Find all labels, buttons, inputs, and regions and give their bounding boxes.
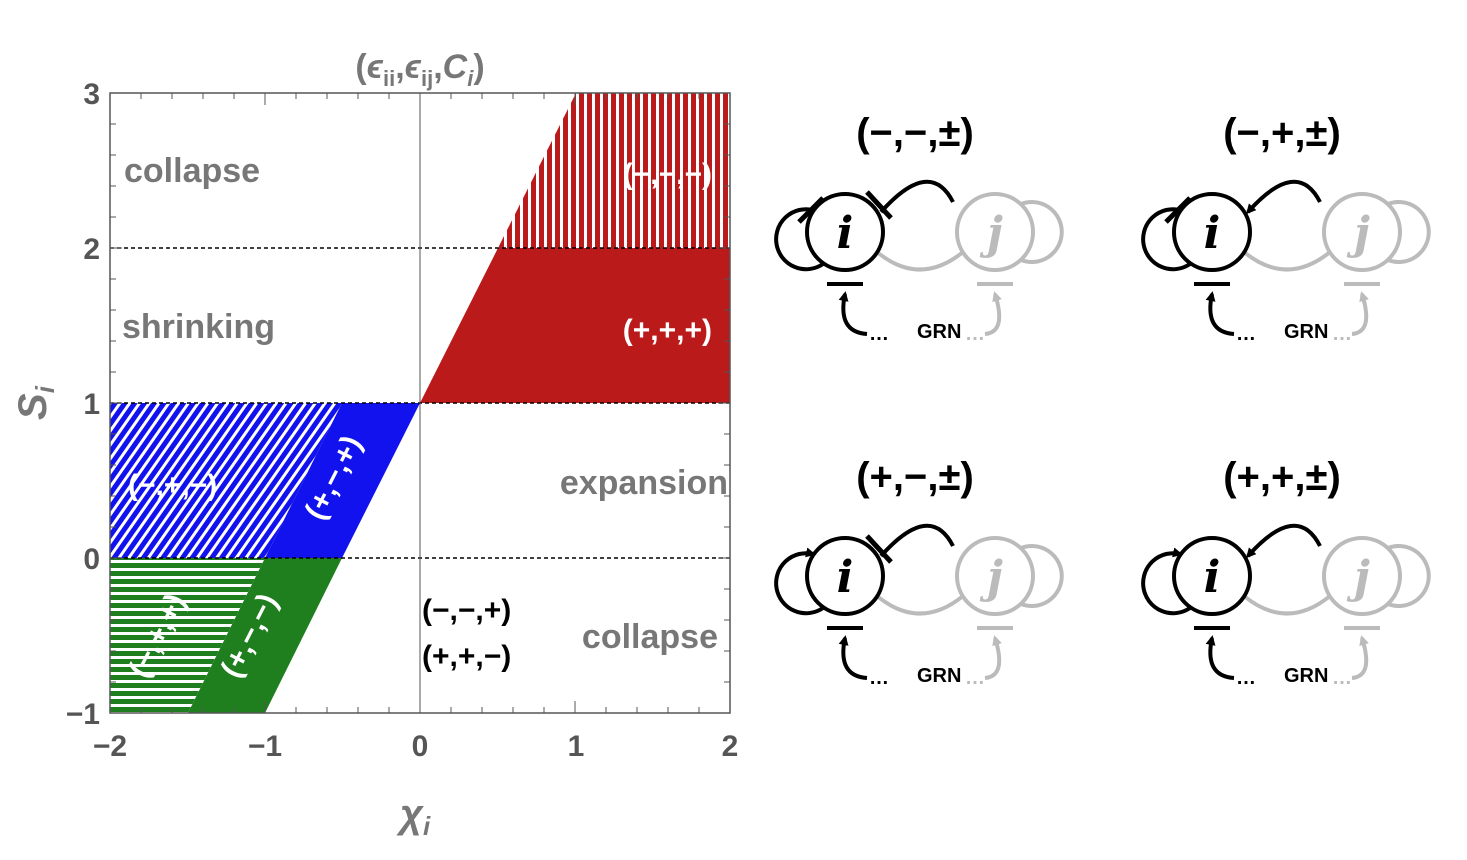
network-title: (−,+,±) bbox=[1223, 111, 1341, 155]
grn-input-j bbox=[984, 291, 1002, 336]
j-to-i-regulation bbox=[879, 523, 955, 558]
network-motif: (+,−,±)ji…GRN… bbox=[774, 455, 1064, 689]
node-i bbox=[805, 192, 885, 272]
y-tick-label: 3 bbox=[83, 78, 100, 111]
region-red-hatched bbox=[498, 93, 730, 248]
network-motif: (−,+,±)ji…GRN… bbox=[1141, 111, 1431, 345]
network-motif: (−,−,±)ji…GRN… bbox=[774, 111, 1064, 345]
grn-input-i bbox=[838, 291, 868, 336]
network-title: (+,−,±) bbox=[856, 455, 974, 499]
x-tick-label: −2 bbox=[93, 730, 127, 763]
axis-ticks bbox=[109, 92, 731, 714]
node-j-label: j bbox=[1346, 208, 1370, 259]
dots-black: … bbox=[869, 323, 889, 345]
node-i-label: i bbox=[1204, 208, 1221, 259]
y-tick-label: 2 bbox=[83, 233, 100, 266]
y-axis-label: Si bbox=[11, 385, 60, 420]
region-label-collapse-top: collapse bbox=[124, 152, 260, 190]
y-tick-label: −1 bbox=[66, 698, 100, 731]
j-to-i-edge bbox=[875, 594, 965, 616]
self-inhibit-bar bbox=[797, 196, 825, 224]
y-tick-label: 0 bbox=[83, 543, 100, 576]
i-self-loop bbox=[774, 207, 825, 272]
region-red-solid bbox=[420, 248, 730, 403]
region-green-hatched bbox=[110, 558, 265, 713]
j-to-i-edge bbox=[1242, 250, 1332, 272]
dots-gray: … bbox=[965, 323, 985, 345]
dots-gray: … bbox=[1332, 323, 1352, 345]
i-self-loop bbox=[1141, 207, 1192, 272]
region-blue-solid bbox=[265, 403, 420, 558]
i-self-loop bbox=[1141, 547, 1192, 616]
combo-black-1: (−,−,+) bbox=[422, 594, 511, 627]
grn-input-i bbox=[1205, 635, 1235, 680]
grn-label: GRN bbox=[1284, 321, 1328, 343]
node-j bbox=[1322, 192, 1402, 272]
grn-label: GRN bbox=[917, 665, 961, 687]
j-to-i-regulation bbox=[1246, 179, 1322, 215]
network-title: (−,−,±) bbox=[856, 111, 974, 155]
node-j-label: j bbox=[979, 552, 1003, 603]
node-i bbox=[1172, 192, 1252, 272]
network-motifs: (−,−,±)ji…GRN…(−,+,±)ji…GRN…(+,−,±)ji…GR… bbox=[774, 111, 1431, 689]
j-to-i-regulation bbox=[1246, 523, 1322, 559]
grn-input-j bbox=[1351, 635, 1369, 680]
node-j bbox=[955, 536, 1035, 616]
region-blue-hatched bbox=[110, 403, 342, 558]
node-i-label: i bbox=[837, 208, 854, 259]
cross-inhibit-bar bbox=[865, 190, 893, 220]
dots-black: … bbox=[1236, 323, 1256, 345]
combo-blue-hatched: (−,+,−) bbox=[128, 469, 217, 502]
grn-label: GRN bbox=[917, 321, 961, 343]
region-label-collapse-bottom: collapse bbox=[582, 618, 718, 656]
node-i-label: i bbox=[1204, 552, 1221, 603]
j-self-loop bbox=[1020, 200, 1064, 264]
network-motif: (+,+,±)ji…GRN… bbox=[1141, 455, 1431, 689]
x-tick-label: 0 bbox=[412, 730, 429, 763]
node-j bbox=[955, 192, 1035, 272]
j-self-loop bbox=[1020, 544, 1064, 608]
x-axis-label: χi bbox=[396, 792, 431, 841]
node-i bbox=[805, 536, 885, 616]
x-tick-label: −1 bbox=[248, 730, 282, 763]
x-tick-labels: −2 −1 0 1 2 bbox=[93, 730, 738, 763]
x-tick-label: 2 bbox=[722, 730, 739, 763]
j-to-i-edge bbox=[875, 250, 965, 272]
dots-black: … bbox=[869, 667, 889, 689]
cross-inhibit-bar bbox=[865, 534, 893, 564]
region-label-expansion: expansion bbox=[560, 464, 728, 502]
plot-title: (ϵii,ϵij,Ci) bbox=[355, 48, 484, 91]
j-self-loop bbox=[1387, 544, 1431, 608]
node-i bbox=[1172, 536, 1252, 616]
x-tick-label: 1 bbox=[568, 730, 585, 763]
dots-gray: … bbox=[965, 667, 985, 689]
self-inhibit-bar bbox=[1164, 196, 1192, 224]
node-i-label: i bbox=[837, 552, 854, 603]
y-tick-label: 1 bbox=[83, 388, 100, 421]
grn-input-i bbox=[838, 635, 868, 680]
y-tick-labels: 3 2 1 0 −1 bbox=[66, 78, 100, 731]
j-to-i-edge bbox=[1242, 594, 1332, 616]
node-j-label: j bbox=[1346, 552, 1370, 603]
j-to-i-regulation bbox=[879, 179, 955, 214]
node-j bbox=[1322, 536, 1402, 616]
grn-input-i bbox=[1205, 291, 1235, 336]
grn-input-j bbox=[1351, 291, 1369, 336]
i-self-loop bbox=[774, 547, 825, 616]
combo-red-hatched: (−,−,−) bbox=[623, 158, 712, 191]
combo-black-2: (+,+,−) bbox=[422, 640, 511, 673]
network-title: (+,+,±) bbox=[1223, 455, 1341, 499]
region-label-shrinking: shrinking bbox=[122, 308, 275, 346]
combo-red-solid: (+,+,+) bbox=[623, 314, 712, 347]
grn-input-j bbox=[984, 635, 1002, 680]
node-j-label: j bbox=[979, 208, 1003, 259]
dots-gray: … bbox=[1332, 667, 1352, 689]
dots-black: … bbox=[1236, 667, 1256, 689]
phase-diagram: (ϵii,ϵij,Ci) −2 −1 0 1 2 3 bbox=[11, 48, 738, 841]
j-self-loop bbox=[1387, 200, 1431, 264]
region-green-solid bbox=[188, 558, 342, 713]
grn-label: GRN bbox=[1284, 665, 1328, 687]
